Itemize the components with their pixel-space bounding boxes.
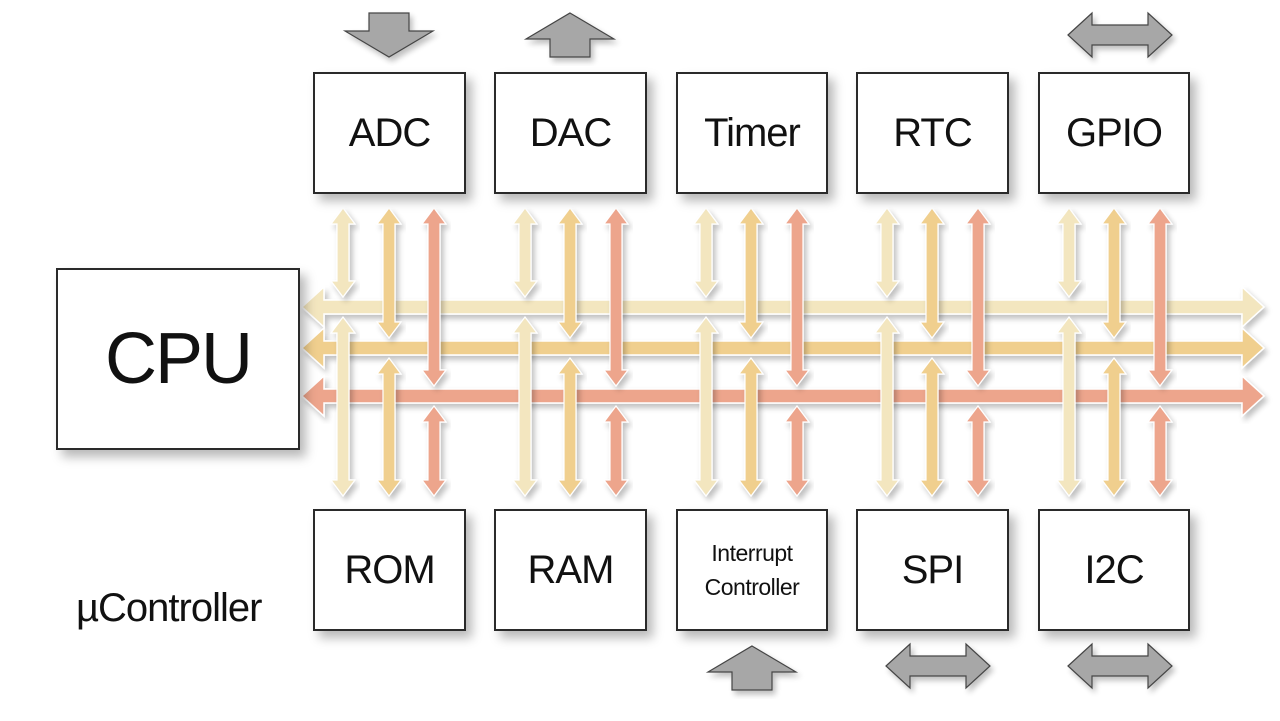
rom-label: ROM (344, 547, 435, 592)
top-link-4-3 (964, 207, 992, 387)
bottom-link-5-1 (1055, 316, 1083, 497)
cpu-block: CPU (56, 268, 300, 450)
bottom-link-2-1 (511, 316, 539, 497)
i2c-io-arrow (1067, 642, 1173, 690)
gpio-block: GPIO (1038, 72, 1190, 194)
gpio-io-arrow (1067, 11, 1173, 59)
microcontroller-caption: µController (76, 586, 262, 630)
bottom-link-3-2 (737, 357, 765, 497)
bus-1 (300, 285, 1266, 329)
gpio-label: GPIO (1065, 110, 1163, 155)
top-link-4-1 (873, 207, 901, 298)
dac-output-arrow (523, 12, 617, 58)
bottom-link-5-3 (1146, 405, 1174, 497)
io-arrows (342, 11, 1173, 691)
top-link-3-2 (737, 207, 765, 339)
top-link-2-2 (556, 207, 584, 339)
bus-2 (300, 326, 1266, 370)
i2c-label: I2C (1084, 547, 1144, 592)
bottom-link-2-3 (602, 405, 630, 497)
system-buses (300, 285, 1266, 418)
bottom-link-1-1 (329, 316, 357, 497)
bottom-link-4-1 (873, 316, 901, 497)
bottom-link-2-2 (556, 357, 584, 497)
cpu-label: CPU (104, 319, 253, 399)
top-link-5-1 (1055, 207, 1083, 298)
top-link-3-1 (692, 207, 720, 298)
top-link-2-3 (602, 207, 630, 387)
interrupt-controller-block: Interrupt Controller (676, 509, 828, 631)
bottom-link-3-1 (692, 316, 720, 497)
top-link-3-3 (783, 207, 811, 387)
rtc-label: RTC (893, 110, 972, 155)
adc-block: ADC (313, 72, 466, 194)
interrupt-label-line2: Controller (704, 574, 800, 600)
top-link-4-2 (918, 207, 946, 339)
spi-io-arrow (885, 642, 991, 690)
bottom-link-1-3 (420, 405, 448, 497)
rtc-block: RTC (856, 72, 1009, 194)
adc-input-arrow (342, 12, 436, 58)
top-link-2-1 (511, 207, 539, 298)
bus-3 (300, 374, 1266, 418)
adc-label: ADC (348, 110, 431, 155)
top-link-1-1 (329, 207, 357, 298)
dac-block: DAC (494, 72, 647, 194)
ram-label: RAM (527, 547, 615, 592)
bottom-link-3-3 (783, 405, 811, 497)
i2c-block: I2C (1038, 509, 1190, 631)
interrupt-controller-label: Interrupt Controller (705, 536, 800, 604)
rom-block: ROM (313, 509, 466, 631)
timer-block: Timer (676, 72, 828, 194)
spi-label: SPI (901, 547, 964, 592)
bottom-link-1-2 (375, 357, 403, 497)
interrupt-input-arrow (705, 645, 799, 691)
spi-block: SPI (856, 509, 1009, 631)
bottom-link-5-2 (1100, 357, 1128, 497)
bottom-link-4-2 (918, 357, 946, 497)
dac-label: DAC (529, 110, 612, 155)
top-link-1-3 (420, 207, 448, 387)
top-link-5-2 (1100, 207, 1128, 339)
ram-block: RAM (494, 509, 647, 631)
top-link-5-3 (1146, 207, 1174, 387)
timer-label: Timer (704, 110, 801, 155)
top-link-1-2 (375, 207, 403, 339)
bus-connections (329, 207, 1174, 497)
interrupt-label-line1: Interrupt (711, 540, 793, 566)
bottom-link-4-3 (964, 405, 992, 497)
